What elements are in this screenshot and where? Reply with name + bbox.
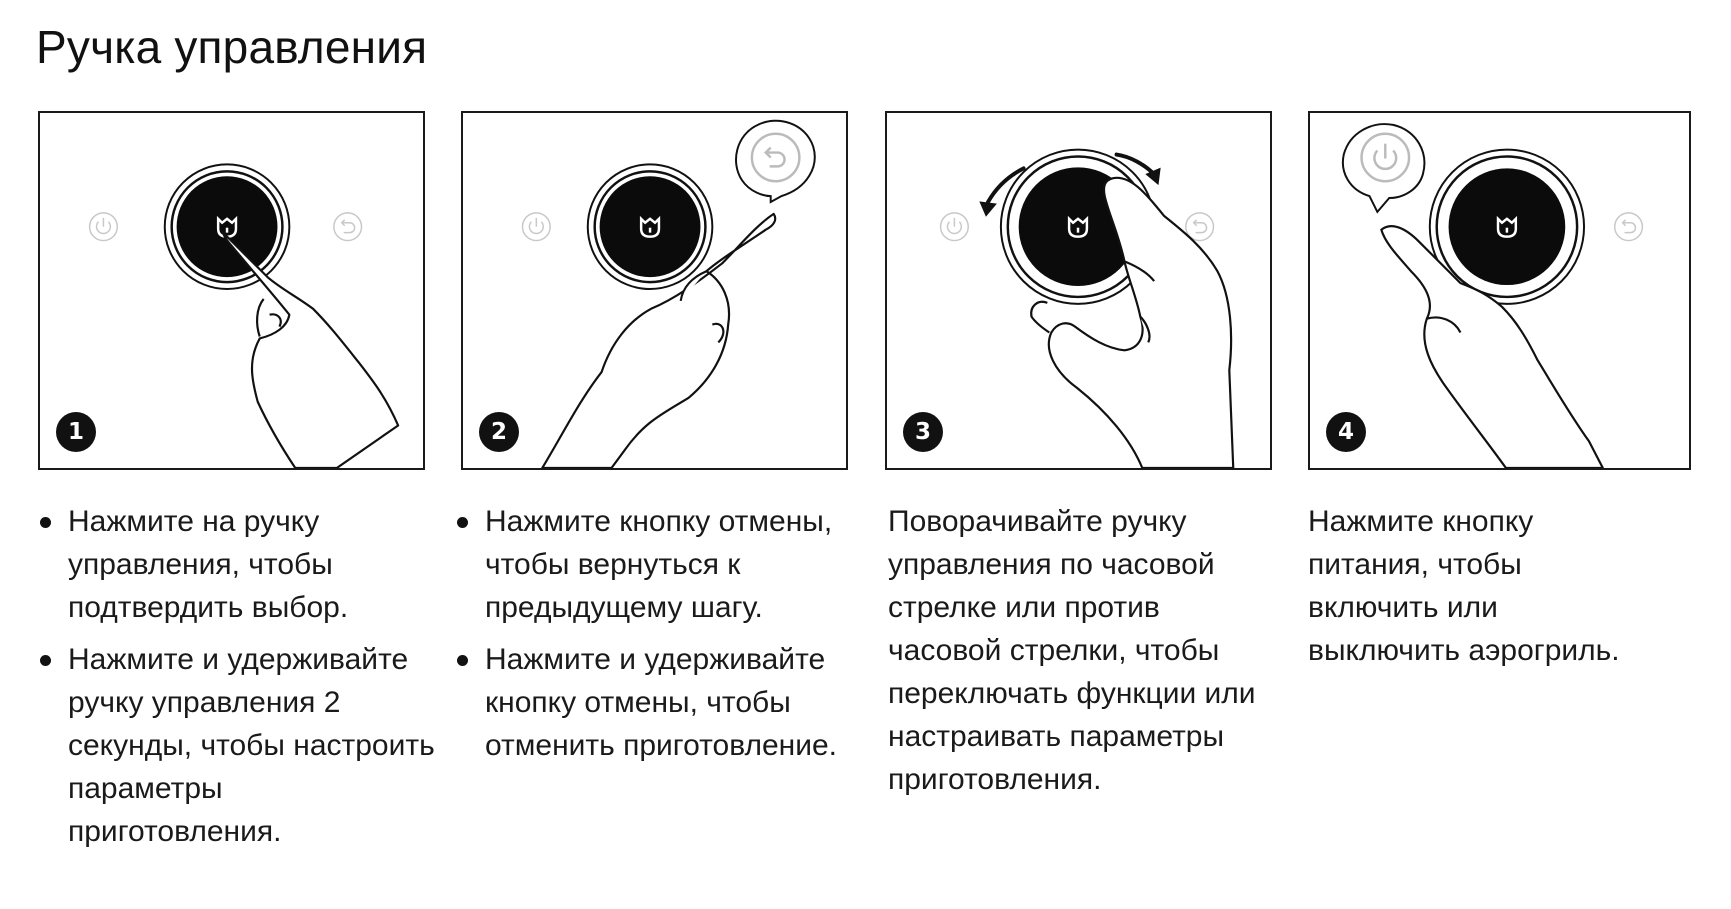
list-item: Нажмите на ручку управления, чтобы подтв… — [38, 500, 438, 629]
step-4-text: Нажмите кнопку питания, чтобы включить и… — [1308, 505, 1620, 667]
back-arrow-icon — [1613, 212, 1644, 242]
list-item: Нажмите кнопку отмены, чтобы вернуться к… — [455, 500, 875, 629]
mi-home-logo-icon — [639, 215, 661, 238]
power-icon — [939, 212, 969, 242]
step-number-badge: 3 — [903, 412, 943, 452]
step-1-instructions: Нажмите на ручку управления, чтобы подтв… — [38, 500, 438, 862]
step-1-bullet-list: Нажмите на ручку управления, чтобы подтв… — [38, 500, 438, 853]
rotate-arrows-icon — [979, 152, 1161, 217]
hand-grip-icon — [1030, 176, 1235, 468]
power-icon — [88, 212, 119, 242]
step-2-bullet-list: Нажмите кнопку отмены, чтобы вернуться к… — [455, 500, 875, 767]
list-item: Нажмите и удерживайте кнопку отмены, что… — [455, 638, 875, 767]
step-3-illustration: 3 — [885, 111, 1272, 470]
step-2-drawing — [521, 119, 816, 468]
control-knob — [586, 163, 714, 291]
page-title: Ручка управления — [36, 21, 428, 73]
back-arrow-icon — [750, 132, 801, 183]
hand-pointer-icon — [1380, 225, 1604, 468]
step-number-badge: 4 — [1326, 412, 1366, 452]
step-1-drawing — [88, 163, 400, 468]
step-1-illustration: 1 — [38, 111, 425, 470]
back-arrow-icon — [333, 212, 363, 242]
step-2-illustration: 2 — [461, 111, 848, 470]
back-button-callout — [735, 119, 816, 204]
power-icon — [521, 212, 551, 242]
step-3-text: Поворачивайте ручку управления по часово… — [888, 505, 1256, 796]
back-arrow-icon — [1185, 212, 1215, 242]
power-button-callout — [1341, 123, 1426, 214]
step-3-drawing — [939, 148, 1235, 468]
mi-home-logo-icon — [1067, 215, 1089, 238]
step-4-illustration: 4 — [1308, 111, 1691, 470]
step-2-instructions: Нажмите кнопку отмены, чтобы вернуться к… — [455, 500, 875, 776]
mi-home-logo-icon — [1496, 215, 1518, 238]
control-knob — [163, 163, 291, 291]
step-4-instructions: Нажмите кнопку питания, чтобы включить и… — [1308, 500, 1648, 672]
step-number-badge: 1 — [56, 412, 96, 452]
control-knob — [1428, 148, 1586, 305]
step-4-drawing — [1341, 123, 1644, 468]
mi-home-logo-icon — [216, 215, 238, 238]
step-number-badge: 2 — [479, 412, 519, 452]
power-icon — [1360, 132, 1411, 183]
list-item: Нажмите и удерживайте ручку управления 2… — [38, 638, 438, 853]
hand-pointer-icon — [222, 231, 400, 468]
hand-pointer-icon — [541, 212, 777, 468]
step-3-instructions: Поворачивайте ручку управления по часово… — [888, 500, 1268, 801]
